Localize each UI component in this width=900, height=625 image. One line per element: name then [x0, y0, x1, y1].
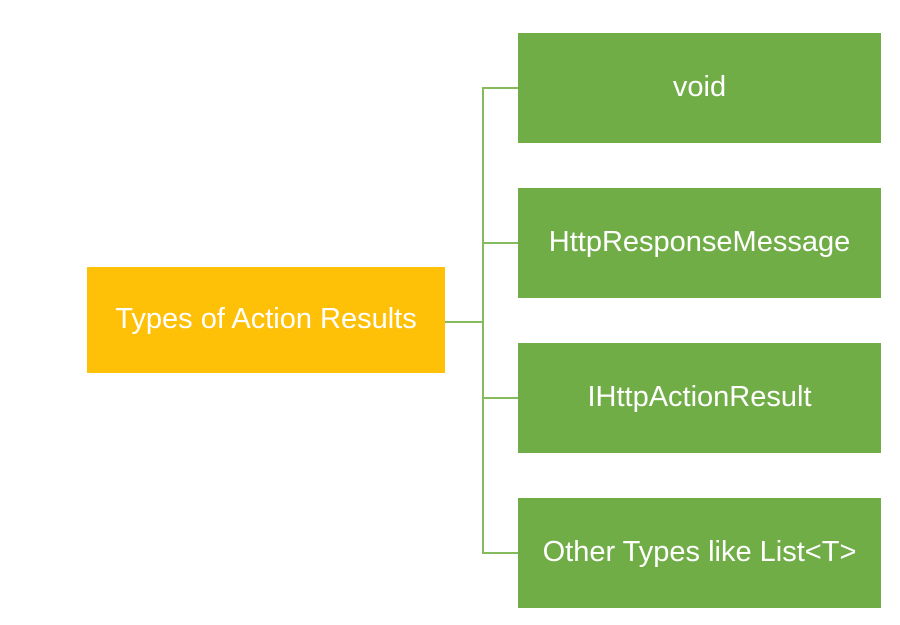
child-node-httpresponsemessage: HttpResponseMessage — [518, 188, 881, 298]
connector-trunk — [482, 87, 484, 554]
child-node-label: IHttpActionResult — [587, 381, 812, 414]
child-node-label: Other Types like List<T> — [542, 536, 857, 569]
connector-stub-other-types — [482, 552, 518, 554]
connector-stub-httpresponsemessage — [482, 242, 518, 244]
child-node-label: void — [672, 71, 727, 104]
connector-root-to-trunk — [445, 321, 482, 323]
connector-stub-ihttpactionresult — [482, 397, 518, 399]
child-node-void: void — [518, 33, 881, 143]
child-node-label: HttpResponseMessage — [548, 226, 851, 259]
child-node-ihttpactionresult: IHttpActionResult — [518, 343, 881, 453]
root-node-types-of-action-results: Types of Action Results — [87, 267, 445, 373]
child-node-other-types-like-list-t: Other Types like List<T> — [518, 498, 881, 608]
root-node-label: Types of Action Results — [115, 303, 417, 336]
connector-stub-void — [482, 87, 518, 89]
